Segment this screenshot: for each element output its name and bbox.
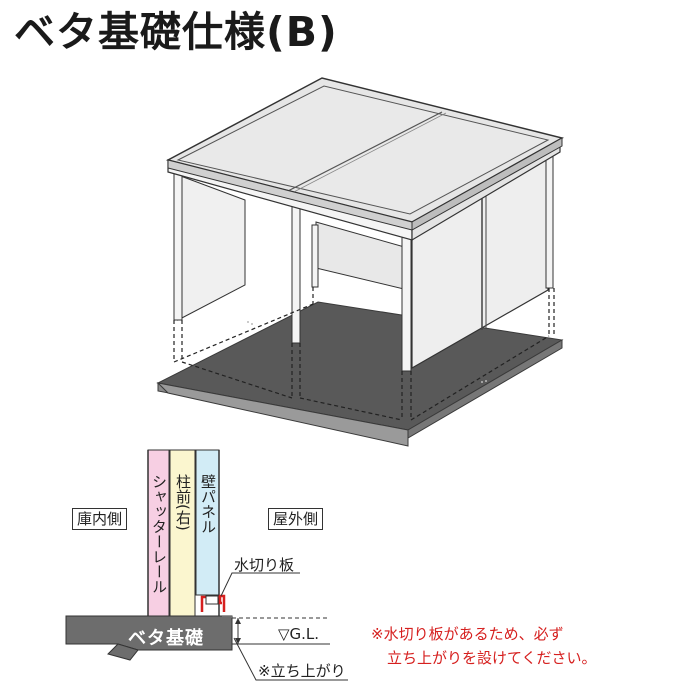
shutter-rail-label: シャッターレール [150, 474, 168, 594]
interior-side-label: 庫内側 [72, 508, 128, 530]
warning-note-line2: 立ち上がりを設けてください。 [387, 649, 597, 667]
front-center-pillar [291, 204, 301, 344]
floor-slab-front-bevel [156, 382, 409, 447]
pillar-front-label: 柱前(右) [174, 474, 192, 531]
roof-right-edge [411, 137, 563, 231]
upstand [222, 616, 232, 618]
roof-inner [176, 85, 550, 215]
page-title: ベタ基礎仕様(B) [14, 8, 338, 56]
upstand-label: ※立ち上がり [258, 662, 346, 680]
flashing-label: 水切り板 [234, 556, 295, 574]
exterior-side-label: 屋外側 [268, 508, 324, 530]
warning-note-line1: ※水切り板があるため、必ず [371, 625, 564, 643]
floor-slab-top [156, 301, 564, 431]
back-right-pillar [545, 147, 554, 289]
upstand-leader [233, 637, 348, 681]
back-left-wall [177, 174, 246, 321]
flashing-leader [220, 572, 300, 597]
front-left-pillar [173, 171, 183, 321]
wall-panel-label: 壁パネル [199, 474, 217, 534]
slab-label: ベタ基礎 [128, 628, 204, 649]
ground-level-label: ▽G.L. [278, 625, 320, 643]
front-right-pillar [401, 225, 412, 372]
pillar-layer [169, 449, 196, 617]
back-center-pillar [311, 224, 319, 288]
